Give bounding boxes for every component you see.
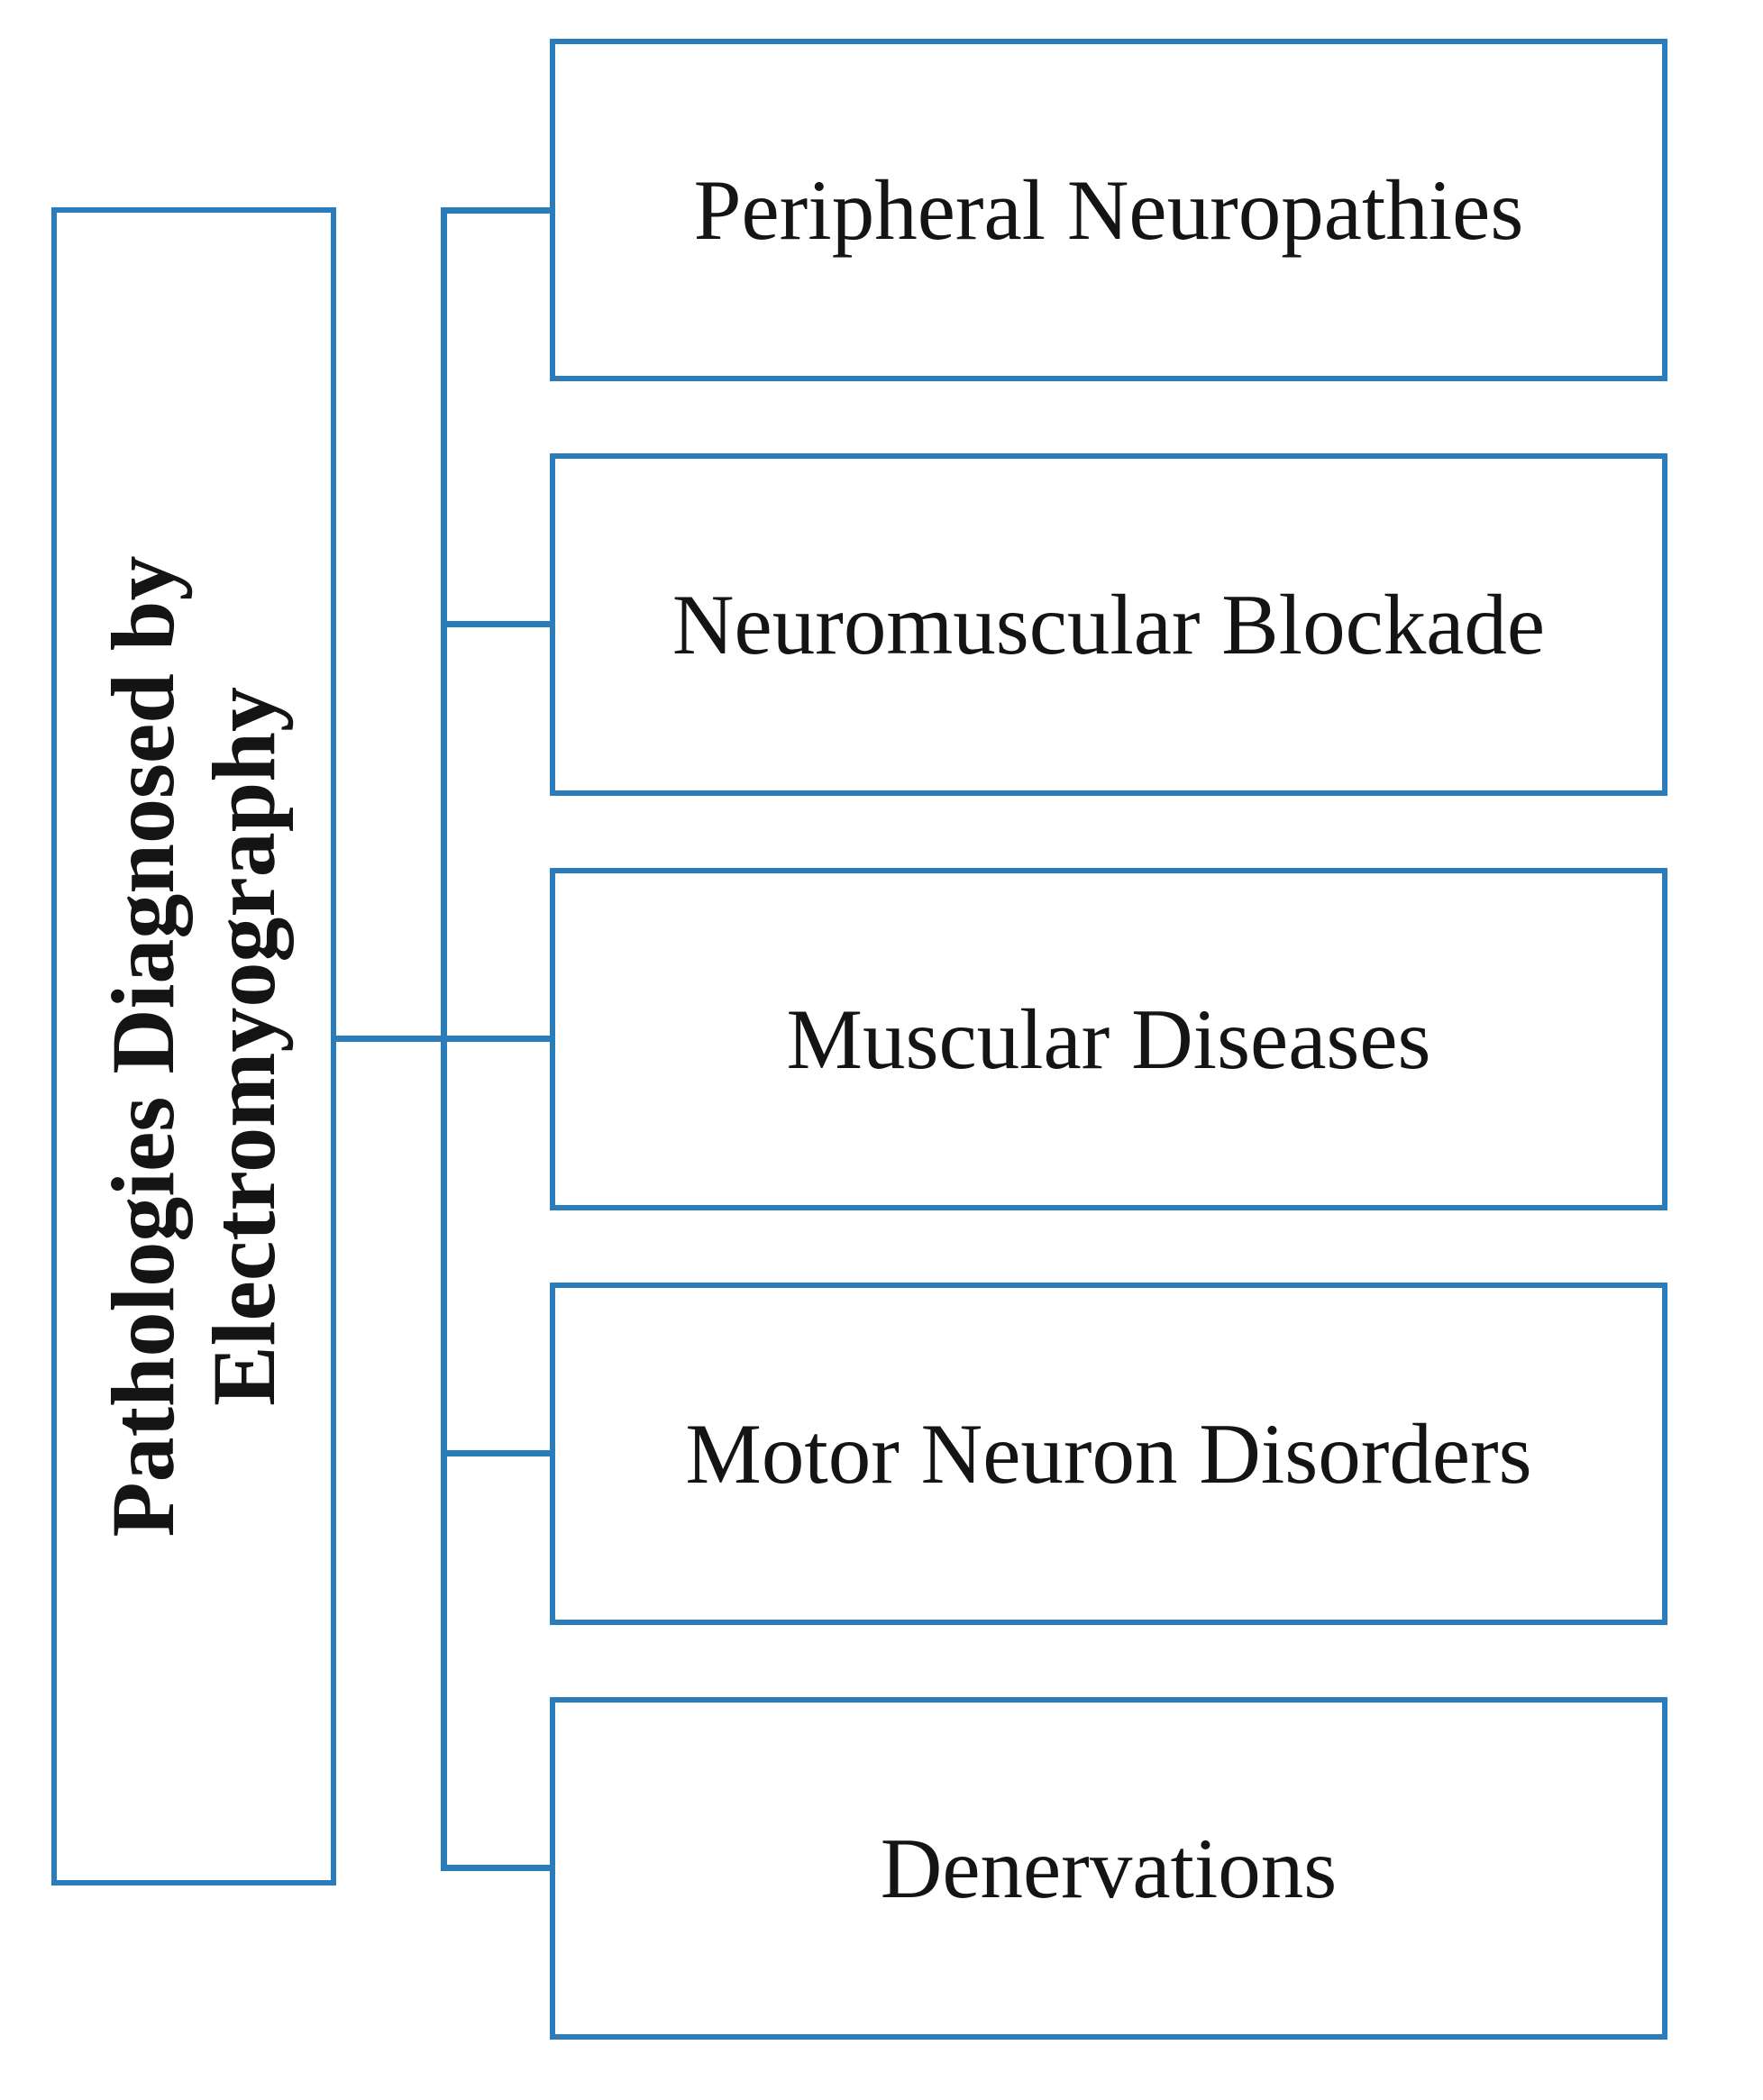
node-label: Denervations: [880, 1821, 1338, 1916]
node-neuromuscular-blockade: Neuromuscular Blockade: [550, 453, 1667, 796]
node-label: Neuromuscular Blockade: [671, 577, 1546, 672]
node-muscular-diseases: Muscular Diseases: [550, 868, 1667, 1210]
node-root-pathologies-diagnosed-by-electromyography: Pathologies Diagnosed by Electromyograph…: [51, 207, 336, 1885]
node-motor-neuron-disorders: Motor Neuron Disorders: [550, 1283, 1667, 1625]
root-label-line1: Pathologies Diagnosed by: [93, 555, 193, 1538]
node-label: Peripheral Neuropathies: [693, 162, 1524, 258]
root-label-line2: Electromyography: [194, 686, 294, 1407]
root-label: Pathologies Diagnosed by Electromyograph…: [93, 217, 295, 1876]
node-label: Muscular Diseases: [786, 991, 1431, 1087]
connector-stub-denervations: [441, 1865, 555, 1871]
connector-stub-neuromuscular-blockade: [441, 621, 555, 627]
node-peripheral-neuropathies: Peripheral Neuropathies: [550, 39, 1667, 381]
connector-stub-motor-neuron-disorders: [441, 1450, 555, 1456]
connector-trunk: [441, 207, 447, 1871]
node-label: Motor Neuron Disorders: [685, 1406, 1532, 1502]
connector-stub-peripheral-neuropathies: [441, 207, 555, 214]
node-denervations: Denervations: [550, 1697, 1667, 2040]
